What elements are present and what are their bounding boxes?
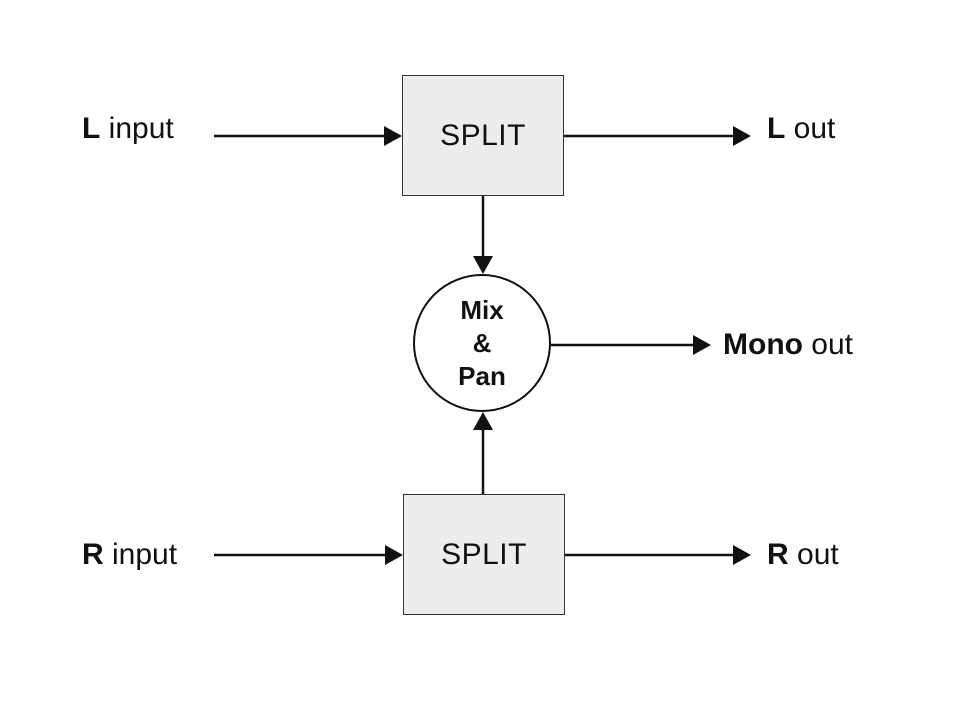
- top-split-block: SPLIT: [402, 75, 564, 196]
- mixer-line-3: Pan: [458, 360, 506, 391]
- r-input-label-rest: input: [103, 538, 178, 571]
- l-input-label-bold: L: [82, 112, 101, 145]
- r-out-label-bold: R: [767, 538, 789, 571]
- mixer-line-1: Mix: [460, 294, 504, 325]
- r-out-label: R out: [767, 540, 839, 570]
- l-input-label-rest: input: [100, 112, 174, 145]
- arrowhead-l-input: [384, 126, 402, 146]
- l-out-label-rest: out: [785, 112, 836, 145]
- r-input-label-bold: R: [82, 538, 104, 571]
- l-input-label: L input: [82, 114, 174, 144]
- arrowhead-r-input: [385, 545, 403, 565]
- mono-out-label-rest: out: [802, 328, 854, 361]
- mono-out-label: Mono out: [723, 330, 853, 360]
- mixer-line-2: &: [472, 327, 492, 358]
- mono-out-label-bold: Mono: [723, 328, 803, 361]
- bottom-split-block: SPLIT: [403, 494, 565, 615]
- arrowhead-mixer-top: [473, 256, 493, 274]
- r-input-label: R input: [82, 540, 177, 570]
- arrowhead-mono-out: [693, 335, 711, 355]
- bottom-split-label: SPLIT: [441, 537, 527, 571]
- top-split-label: SPLIT: [440, 118, 526, 152]
- r-out-label-rest: out: [788, 538, 839, 571]
- arrowhead-l-out: [733, 126, 751, 146]
- l-out-label-bold: L: [767, 112, 786, 145]
- l-out-label: L out: [767, 114, 835, 144]
- arrowhead-mixer-bottom: [473, 412, 493, 430]
- mix-pan-node: Mix & Pan: [413, 274, 551, 412]
- arrowhead-r-out: [733, 545, 751, 565]
